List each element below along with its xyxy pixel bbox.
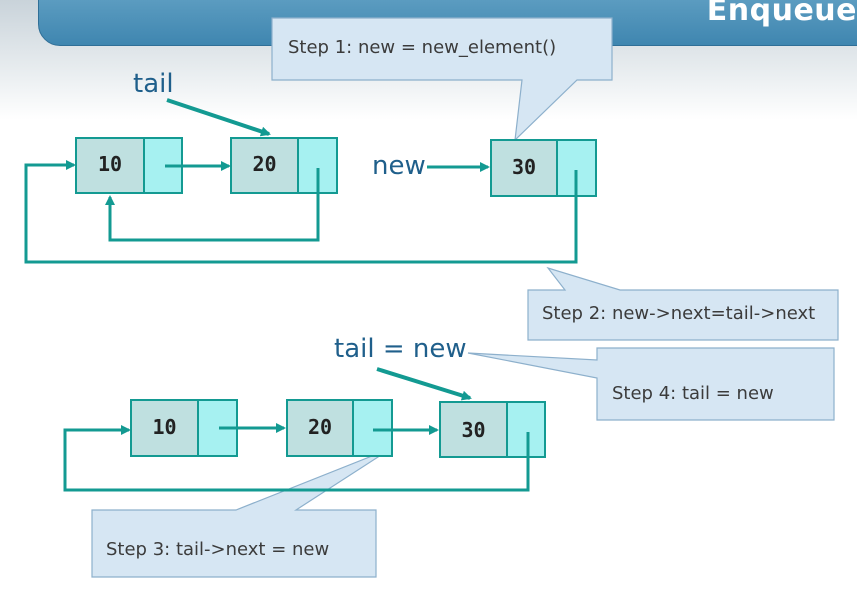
page-title: Enqueue bbox=[706, 0, 857, 28]
callout-step3-text: Step 3: tail->next = new bbox=[106, 539, 330, 560]
callout-step1-bubble bbox=[271, 17, 613, 142]
top-node-20-value: 20 bbox=[252, 152, 277, 176]
bottom-node-20 bbox=[286, 399, 393, 457]
label-tail-equals-new: tail = new bbox=[334, 334, 467, 364]
arrow-b30-wrap-to-b10 bbox=[63, 425, 530, 492]
callout-step3-bubble bbox=[91, 447, 393, 578]
label-new: new bbox=[372, 151, 426, 181]
bottom-node-30-value: 30 bbox=[461, 418, 486, 442]
callout-step4-text: Step 4: tail = new bbox=[612, 383, 774, 404]
bottom-node-10-value: 10 bbox=[152, 415, 177, 439]
arrow-20-back-to-10 bbox=[105, 168, 320, 242]
callout-step1-text: Step 1: new = new_element() bbox=[288, 37, 557, 58]
callout-step2-bubble bbox=[527, 266, 839, 341]
callout-step2-text: Step 2: new->next=tail->next bbox=[542, 303, 816, 324]
callout-step4-bubble bbox=[467, 347, 835, 421]
bottom-node-20-value: 20 bbox=[307, 415, 333, 439]
bottom-node-10 bbox=[130, 399, 238, 457]
top-node-10 bbox=[75, 137, 183, 194]
arrow-tail-to-20 bbox=[166, 98, 271, 137]
top-node-30-value: 30 bbox=[511, 155, 537, 179]
arrow-30-wrap-to-10 bbox=[24, 160, 578, 264]
top-node-10-value: 10 bbox=[97, 152, 123, 176]
arrow-tail-new-to-b30 bbox=[376, 367, 472, 401]
bottom-node-30 bbox=[439, 401, 546, 458]
top-node-20 bbox=[230, 137, 338, 194]
label-tail-top: tail bbox=[133, 69, 174, 99]
